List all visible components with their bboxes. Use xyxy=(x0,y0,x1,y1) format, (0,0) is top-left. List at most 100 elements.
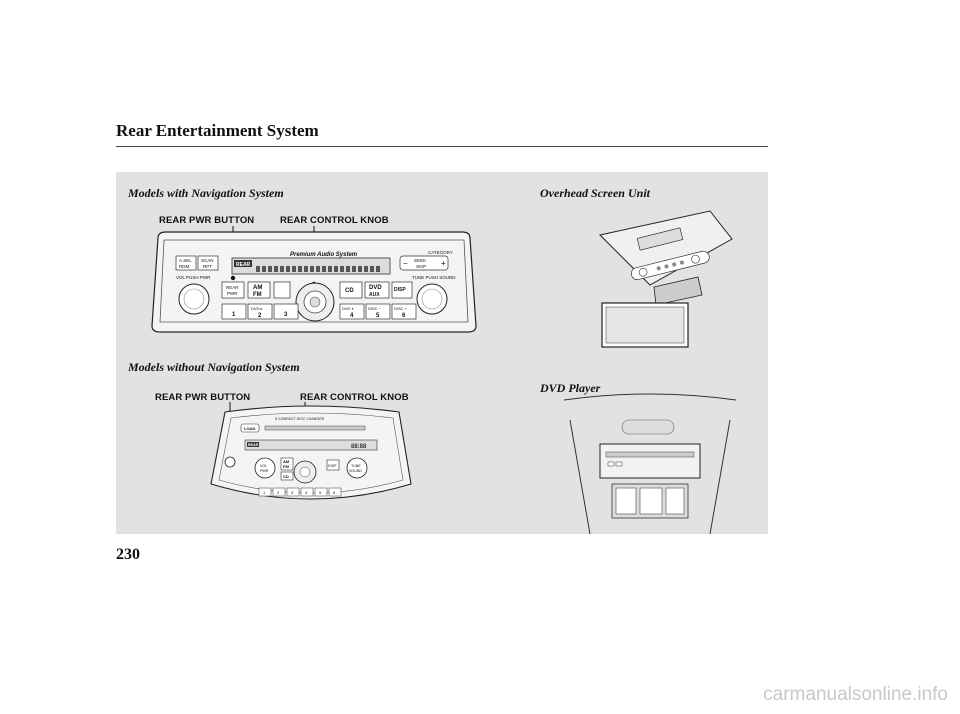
dvd-aux-button[interactable] xyxy=(364,281,390,299)
svg-text:FM: FM xyxy=(253,292,262,298)
svg-text:SOUND: SOUND xyxy=(349,469,362,473)
preset-button-4[interactable] xyxy=(300,487,314,497)
svg-text:2: 2 xyxy=(277,490,280,495)
overhead-console xyxy=(598,210,733,286)
svg-text:DVD ⏸: DVD ⏸ xyxy=(342,306,354,311)
dvd-player-illustration xyxy=(563,393,737,534)
svg-text:3: 3 xyxy=(291,490,294,495)
rear-badge: REAR xyxy=(236,262,251,268)
preset-button-6[interactable] xyxy=(328,487,342,497)
preset-button-1[interactable] xyxy=(258,487,272,497)
rear-pwr-button[interactable] xyxy=(221,281,245,299)
xm-button[interactable] xyxy=(273,281,291,299)
scan-rpt-button[interactable] xyxy=(197,255,219,271)
svg-text:LOAD: LOAD xyxy=(244,426,255,431)
callout-rear-pwr-button: REAR PWR BUTTON xyxy=(155,392,251,403)
am-fm-button[interactable] xyxy=(247,281,271,299)
page-number: 230 xyxy=(116,546,140,563)
svg-text:6: 6 xyxy=(402,313,406,319)
asel-rdm-button[interactable] xyxy=(175,255,197,271)
disp-button[interactable] xyxy=(326,459,340,471)
watermark: carmanualsonline.info xyxy=(763,684,948,705)
preset-button-3[interactable] xyxy=(273,303,299,320)
svg-text:DISC −: DISC − xyxy=(368,306,382,311)
svg-text:CD: CD xyxy=(283,474,289,479)
svg-text:CD: CD xyxy=(345,288,354,294)
preset-row: 1 DVD ▸ 2 3 DVD ⏸ 4 DISC − 5 DISC + 6 xyxy=(221,303,417,320)
section-heading-with-navigation: Models with Navigation System xyxy=(128,186,284,200)
svg-text:DISP: DISP xyxy=(394,287,406,293)
header-rule xyxy=(116,146,768,147)
rear-badge-bg xyxy=(234,260,252,267)
svg-text:3: 3 xyxy=(284,312,288,318)
overhead-control-strip xyxy=(630,250,710,280)
preset-button-2[interactable] xyxy=(247,303,273,320)
svg-text:SCAN: SCAN xyxy=(201,258,214,263)
overhead-screen-unit-illustration xyxy=(598,210,733,348)
cd-button[interactable] xyxy=(339,281,363,299)
svg-text:DVD: DVD xyxy=(369,285,382,291)
screen-hinge xyxy=(653,276,703,306)
svg-text:REAR: REAR xyxy=(226,285,239,290)
rear-pwr-button[interactable] xyxy=(224,456,236,468)
svg-text:DISP: DISP xyxy=(328,464,337,468)
volume-knob[interactable] xyxy=(254,457,276,479)
overhead-display xyxy=(636,227,684,251)
svg-text:RDM: RDM xyxy=(179,264,189,269)
svg-text:A.SEL: A.SEL xyxy=(179,258,192,263)
premium-audio-label: Premium Audio System xyxy=(290,252,358,258)
am-fm-button[interactable] xyxy=(280,457,294,471)
svg-text:PWR: PWR xyxy=(227,291,238,296)
svg-text:VOL: VOL xyxy=(260,464,267,468)
cd-button[interactable] xyxy=(280,471,294,481)
disp-button[interactable] xyxy=(391,281,413,299)
svg-text:4: 4 xyxy=(350,313,354,319)
preset-button-3[interactable] xyxy=(286,487,300,497)
preset-button-5[interactable] xyxy=(365,303,391,320)
disc-slot xyxy=(264,425,366,431)
preset-button-1[interactable] xyxy=(221,303,247,320)
dvd-slot xyxy=(605,451,695,458)
overhead-dpad[interactable] xyxy=(638,267,648,277)
section-heading-without-navigation: Models without Navigation System xyxy=(128,360,300,374)
callout-rear-pwr-button: REAR PWR BUTTON xyxy=(159,215,255,226)
svg-text:1: 1 xyxy=(263,490,266,495)
callout-rear-control-knob: REAR CONTROL KNOB xyxy=(300,392,409,403)
preset-button-2[interactable] xyxy=(272,487,286,497)
dvd-player-unit xyxy=(599,443,701,479)
svg-text:6: 6 xyxy=(333,490,336,495)
svg-text:RPT: RPT xyxy=(203,264,212,269)
dvd-eject-button[interactable] xyxy=(607,461,615,467)
svg-text:DISC +: DISC + xyxy=(394,306,408,311)
preset-button-6[interactable] xyxy=(391,303,417,320)
vol-pwr-label: VOL PUSH PWR xyxy=(176,275,211,280)
seg-display: 88:88 xyxy=(351,444,367,450)
preset-button-5[interactable] xyxy=(314,487,328,497)
callout-rear-control-knob: REAR CONTROL KNOB xyxy=(280,215,389,226)
rear-pwr-indicator-dot xyxy=(230,275,236,281)
radio-without-navigation-illustration: 6 COMPACT DISC CHANGER LOAD REAR 88:88 V… xyxy=(210,402,412,500)
tune-sound-label: TUNE PUSH SOUND xyxy=(412,275,456,280)
svg-text:1: 1 xyxy=(232,312,236,318)
lcd-display xyxy=(244,439,378,451)
svg-text:−: − xyxy=(403,259,408,268)
tune-knob[interactable] xyxy=(346,457,368,479)
svg-text:AUX: AUX xyxy=(369,292,380,298)
seek-skip-button[interactable] xyxy=(399,255,449,271)
load-button[interactable] xyxy=(240,423,260,433)
svg-text:TUNE: TUNE xyxy=(351,464,361,468)
svg-text:DVD ▸: DVD ▸ xyxy=(251,306,263,311)
dvd-play-button[interactable] xyxy=(615,461,623,467)
svg-text:SEEK: SEEK xyxy=(414,258,426,263)
svg-text:AM: AM xyxy=(283,459,290,464)
category-label: CATEGORY xyxy=(428,250,453,255)
section-heading-overhead-screen: Overhead Screen Unit xyxy=(540,186,650,200)
volume-knob[interactable] xyxy=(178,283,210,315)
preset-button-4[interactable] xyxy=(339,303,365,320)
page-title: Rear Entertainment System xyxy=(116,121,319,140)
svg-text:5: 5 xyxy=(376,313,380,319)
svg-text:5: 5 xyxy=(319,490,322,495)
svg-text:FM: FM xyxy=(283,464,289,469)
changer-label: 6 COMPACT DISC CHANGER xyxy=(275,417,325,421)
tune-knob[interactable] xyxy=(416,283,448,315)
